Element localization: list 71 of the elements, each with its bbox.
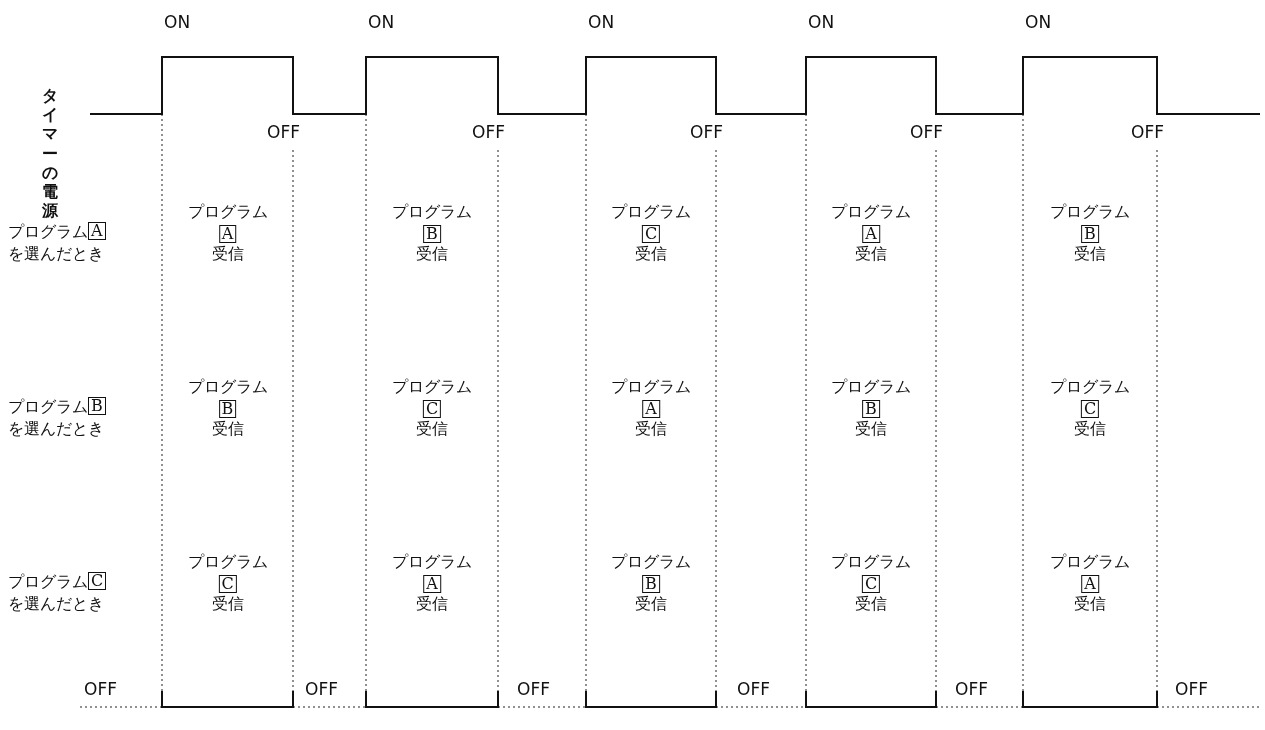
cell-text: プログラム [392,554,472,570]
cell-text: 受信 [1074,246,1106,262]
cell-text: 受信 [416,246,448,262]
cell-text: 受信 [211,246,244,262]
cell-text: プログラム [187,204,268,220]
cell-text: 受信 [855,246,887,262]
boxed-letter: C [422,400,442,418]
row-label: プログラム [8,399,88,415]
boxed-letter: B [88,397,106,415]
cell-text: 受信 [635,246,667,262]
row-label: を選んだとき [8,421,104,437]
row-label: を選んだとき [8,596,104,612]
boxed-letter: B [862,400,880,418]
state-label: ON [164,14,191,31]
boxed-letter: B [1081,225,1099,243]
boxed-letter: A [423,575,441,593]
boxed-letter: B [423,225,441,243]
state-label: OFF [1175,681,1208,698]
cell-text: 受信 [416,596,448,612]
state-label: OFF [737,681,770,698]
boxed-letter: A [1081,575,1099,593]
state-label: OFF [517,681,550,698]
state-label: ON [588,14,615,31]
state-label: OFF [305,681,338,698]
cell-text: 受信 [1074,421,1106,437]
cell-text: プログラム [611,204,691,220]
boxed-letter: A [88,222,106,240]
state-label: OFF [84,681,117,698]
cell-text: 受信 [855,421,887,437]
cell-text: プログラム [831,554,911,570]
state-label: OFF [1131,124,1164,141]
state-label: ON [1025,14,1052,31]
cell-text: プログラム [1050,379,1130,395]
cell-text: プログラム [392,204,472,220]
cell-text: プログラム [611,554,691,570]
cell-text: プログラム [187,379,268,395]
cell-text: プログラム [831,204,911,220]
state-label: OFF [955,681,988,698]
cell-text: 受信 [211,596,244,612]
cell-text: プログラム [831,379,911,395]
boxed-letter: B [218,400,237,418]
cell-text: プログラム [611,379,691,395]
row-label: プログラム [8,224,88,240]
boxed-letter: A [642,400,660,418]
boxed-letter: A [218,225,237,243]
boxed-letter: C [218,575,237,593]
cell-text: 受信 [635,421,667,437]
axis-title: タイマーの電源 [42,86,59,221]
cell-text: プログラム [1050,204,1130,220]
cell-text: 受信 [211,421,244,437]
boxed-letter: C [641,225,661,243]
boxed-letter: C [861,575,881,593]
boxed-letter: C [88,572,107,590]
cell-text: プログラム [187,554,268,570]
row-label: を選んだとき [8,246,104,262]
state-label: ON [808,14,835,31]
state-label: OFF [472,124,505,141]
cell-text: プログラム [392,379,472,395]
boxed-letter: A [862,225,880,243]
boxed-letter: B [642,575,660,593]
state-label: OFF [690,124,723,141]
state-label: OFF [267,124,300,141]
boxed-letter: C [1080,400,1100,418]
cell-text: 受信 [635,596,667,612]
state-label: ON [368,14,395,31]
cell-text: 受信 [1074,596,1106,612]
cell-text: プログラム [1050,554,1130,570]
state-label: OFF [910,124,943,141]
cell-text: 受信 [416,421,448,437]
cell-text: 受信 [855,596,887,612]
row-label: プログラム [8,574,88,590]
